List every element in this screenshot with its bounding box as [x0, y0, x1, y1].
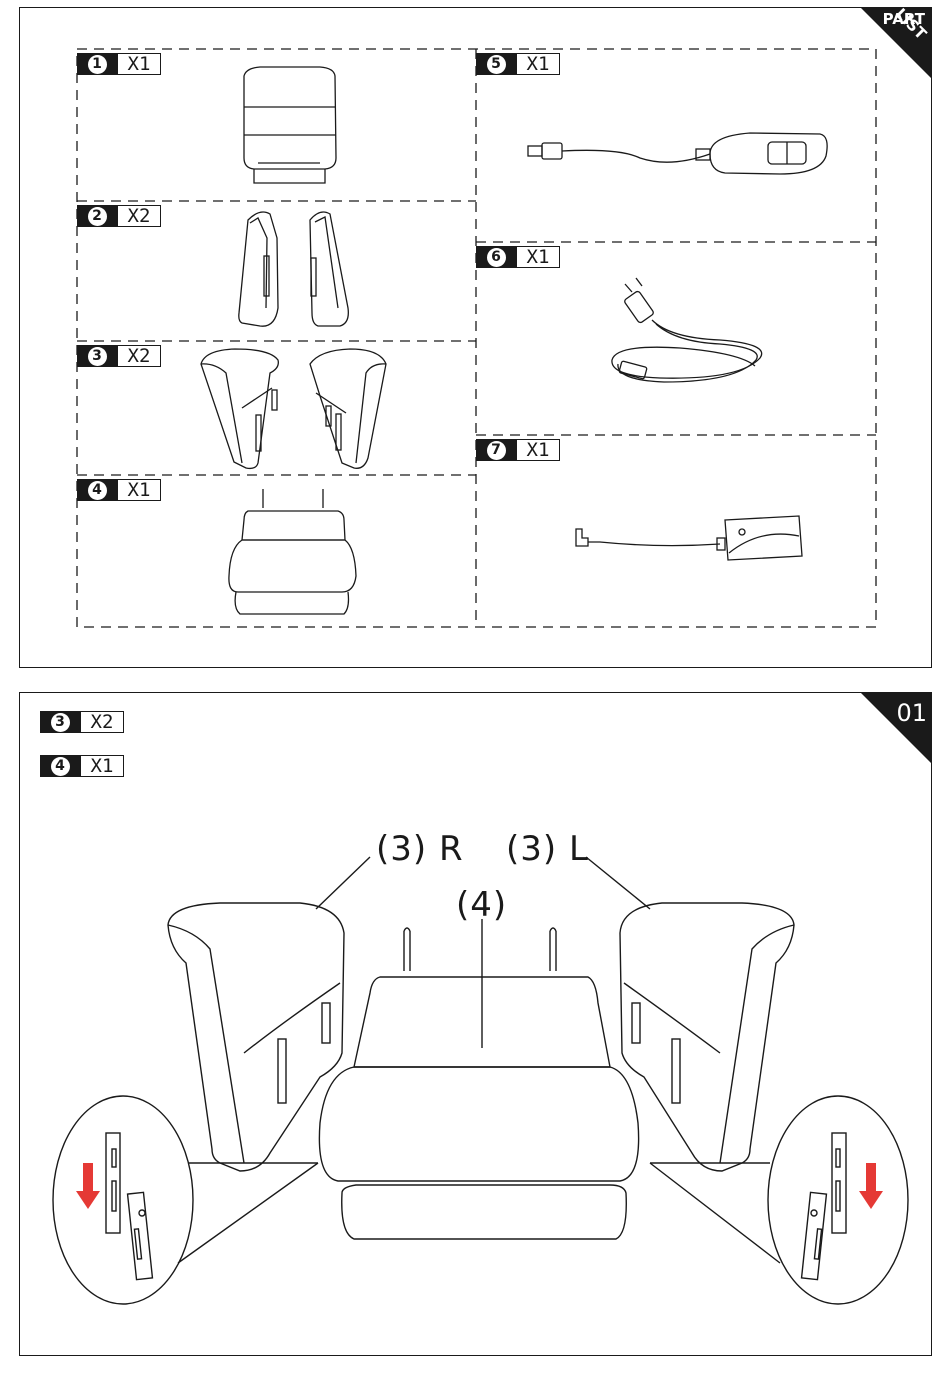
down-arrow-left-icon: [76, 1163, 100, 1209]
seat-drawing: [319, 928, 638, 1239]
down-arrow-right-icon: [859, 1163, 883, 1209]
part-6-number-box: 6: [476, 246, 516, 268]
part-5-badge: 5 X1: [476, 53, 560, 75]
part-7-quantity: X1: [516, 439, 560, 461]
detail-link-right-bottom: [650, 1163, 780, 1263]
part-3-number-box: 3: [77, 345, 117, 367]
part-6-quantity: X1: [516, 246, 560, 268]
part-3-quantity: X2: [117, 345, 161, 367]
detail-circle-left: [53, 1096, 193, 1304]
part-6-badge: 6 X1: [476, 246, 560, 268]
leader-line-left: [586, 857, 650, 909]
label-armrest-left: (3) L: [506, 829, 589, 869]
label-seat: (4): [456, 885, 507, 925]
part-1-badge: 1 X1: [77, 53, 161, 75]
part-3-number: 3: [88, 347, 107, 366]
detail-link-left-bottom: [178, 1163, 318, 1263]
part-5-number: 5: [487, 55, 506, 74]
part-4-quantity: X1: [117, 479, 161, 501]
part-2-side-panels-drawing: [239, 212, 349, 326]
label-armrest-right: (3) R: [376, 829, 464, 869]
step-01-drawing: [20, 693, 933, 1357]
bracket-detail-right: [802, 1133, 846, 1280]
detail-circle-right: [768, 1096, 908, 1304]
part-7-transformer-drawing: [576, 516, 802, 560]
part-2-badge: 2 X2: [77, 205, 161, 227]
part-5-number-box: 5: [476, 53, 516, 75]
part-6-power-cord-drawing: [612, 278, 762, 382]
part-list-drawing: [20, 8, 933, 669]
leader-line-right: [316, 857, 370, 909]
part-1-number-box: 1: [77, 53, 117, 75]
armrest-left-drawing: [620, 903, 794, 1171]
part-2-number-box: 2: [77, 205, 117, 227]
part-4-seat-drawing: [229, 489, 356, 614]
part-1-backrest-drawing: [244, 67, 336, 183]
part-1-number: 1: [88, 55, 107, 74]
part-7-number-box: 7: [476, 439, 516, 461]
armrest-right-drawing: [168, 903, 344, 1171]
part-1-quantity: X1: [117, 53, 161, 75]
part-4-number: 4: [88, 481, 107, 500]
part-3-badge: 3 X2: [77, 345, 161, 367]
part-3-armrests-drawing: [201, 349, 386, 468]
step-01-panel: 01 3 X2 4 X1: [19, 692, 932, 1356]
part-7-number: 7: [487, 441, 506, 460]
part-list-panel: PART LIST: [19, 7, 932, 668]
part-4-badge: 4 X1: [77, 479, 161, 501]
part-5-quantity: X1: [516, 53, 560, 75]
part-4-number-box: 4: [77, 479, 117, 501]
part-2-number: 2: [88, 207, 107, 226]
part-5-controller-drawing: [528, 133, 827, 174]
part-6-number: 6: [487, 248, 506, 267]
part-2-quantity: X2: [117, 205, 161, 227]
bracket-detail-left: [106, 1133, 152, 1280]
part-7-badge: 7 X1: [476, 439, 560, 461]
